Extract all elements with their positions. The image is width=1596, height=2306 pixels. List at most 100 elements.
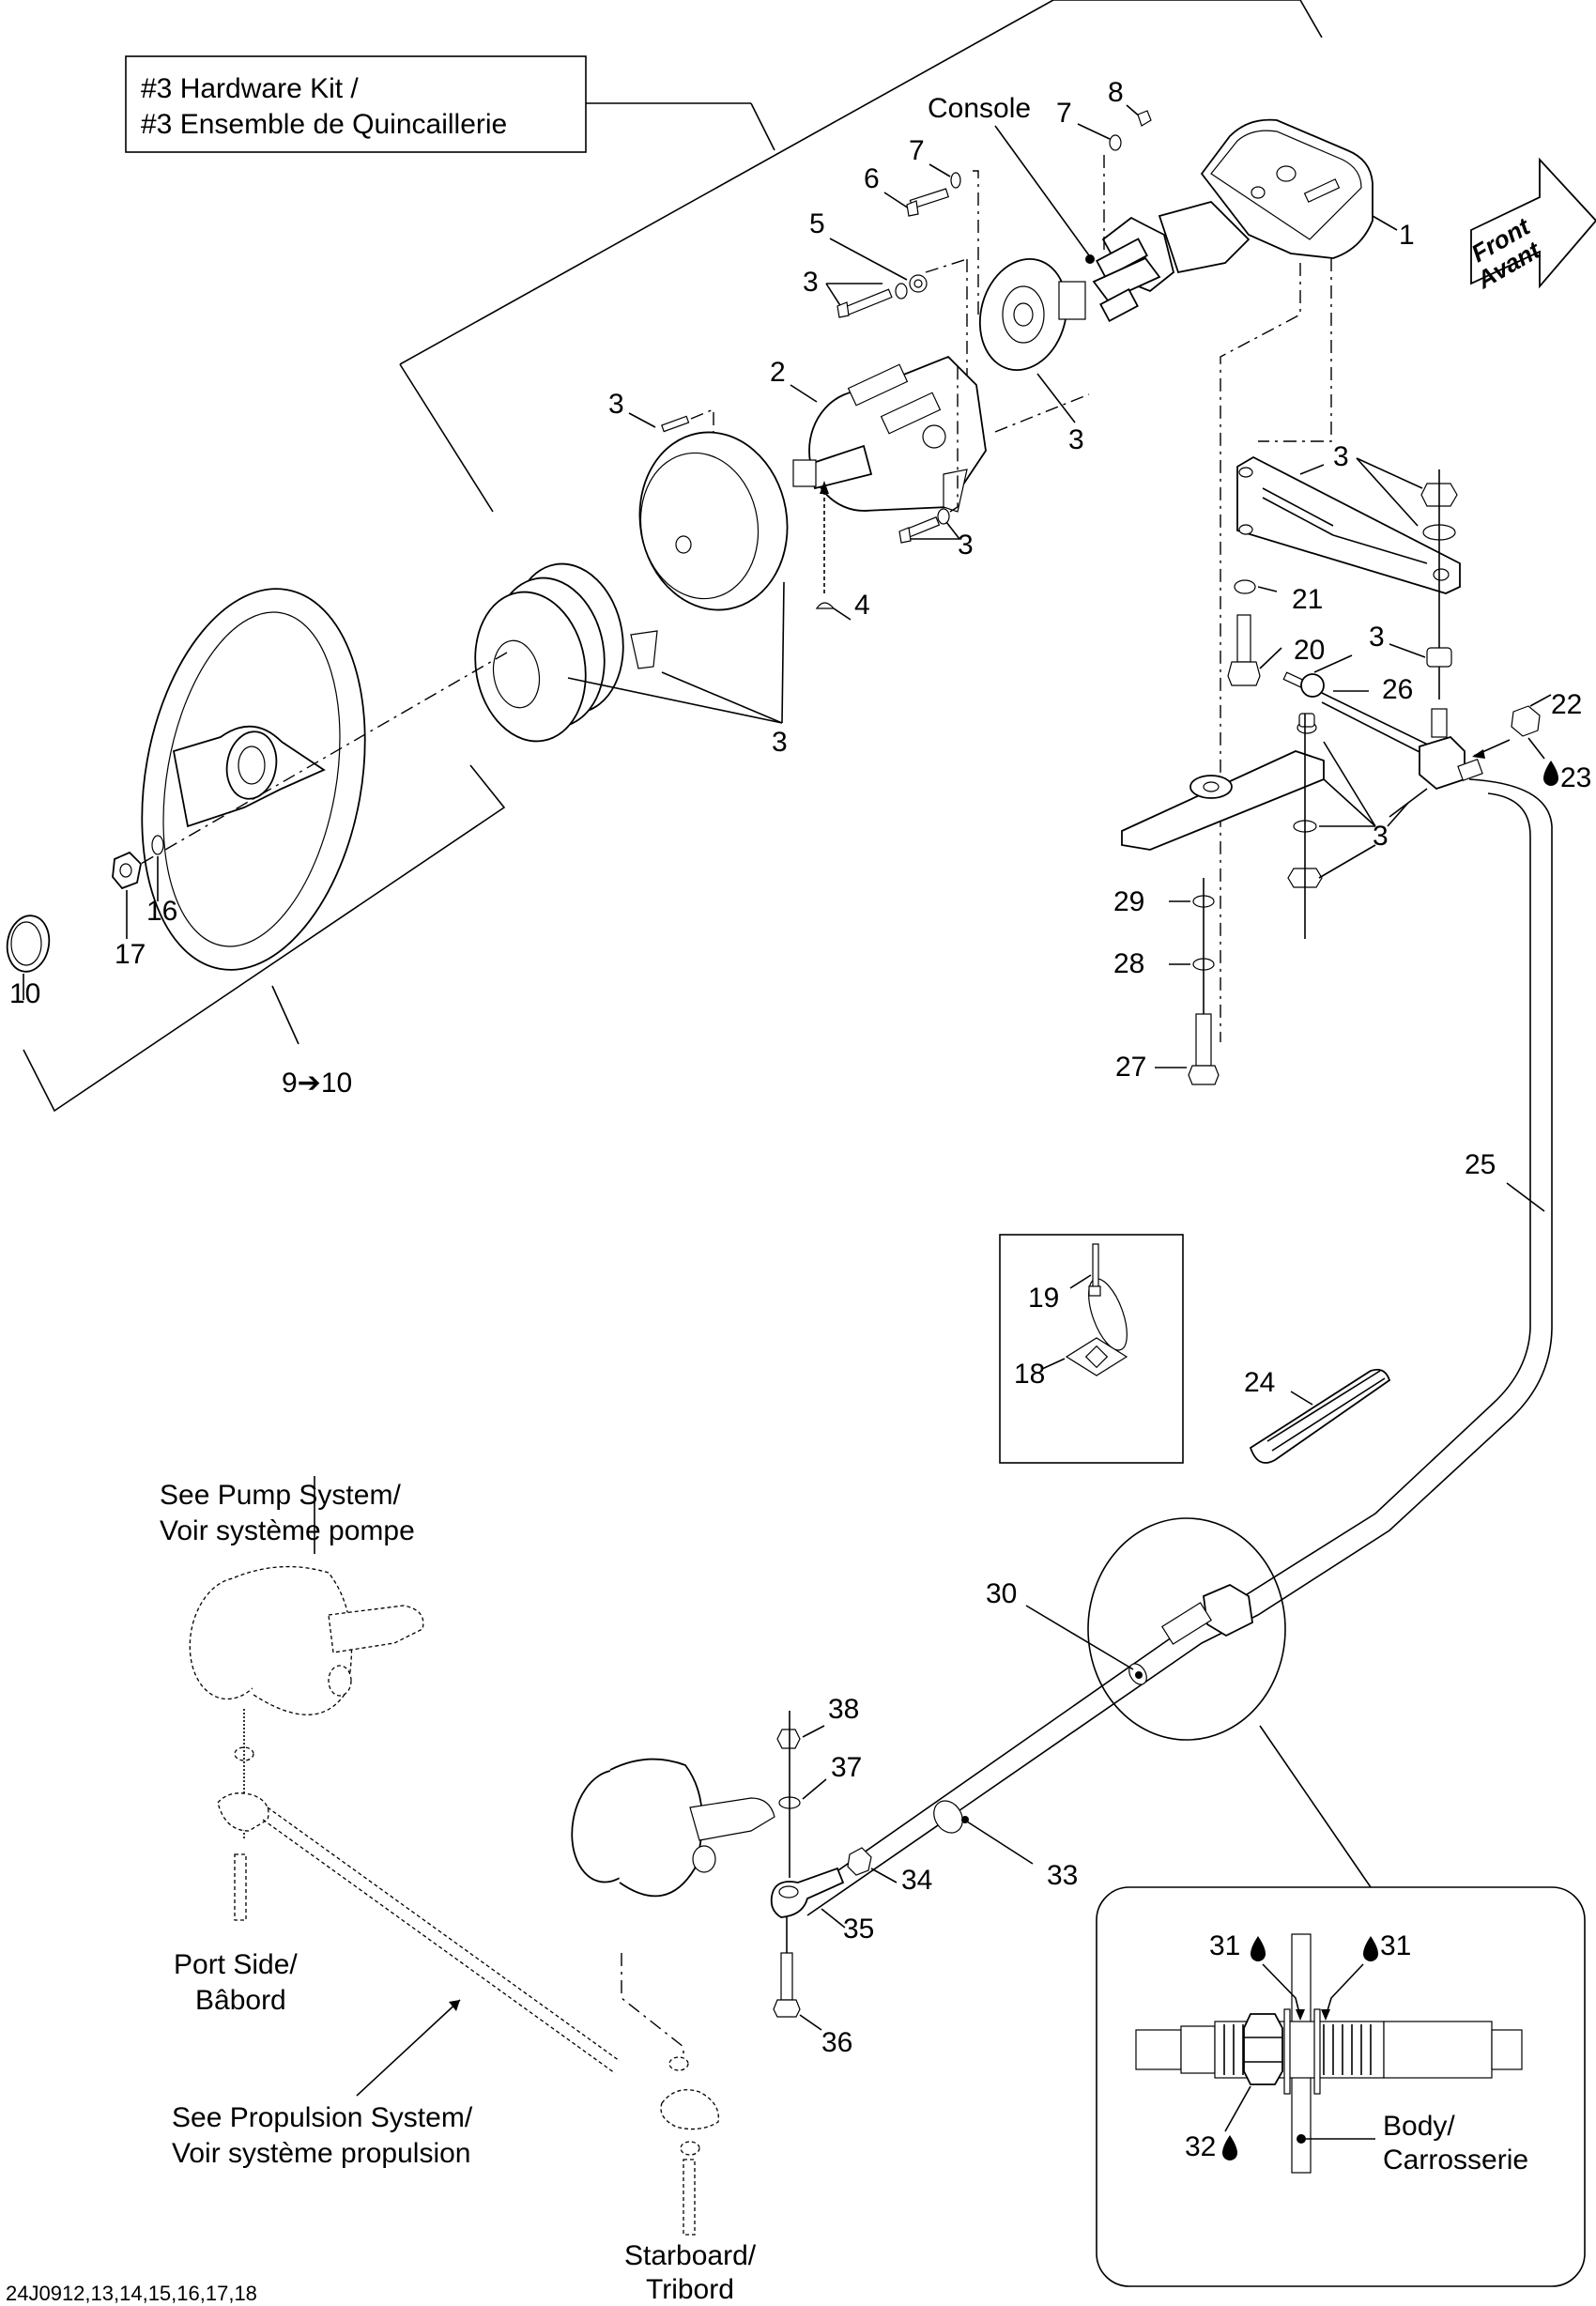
guide-line-helm-2 xyxy=(1220,263,1301,1042)
tie-rod: 26 xyxy=(1282,654,1433,757)
bulkhead-detail-box: 31 31 32 Body/ Carrosserie xyxy=(1096,1886,1586,2287)
callout-1: 1 xyxy=(1399,220,1415,251)
callout-31-left: 31 xyxy=(1209,1930,1240,1961)
hardware-kit-bracket xyxy=(399,0,1323,513)
ball-joint-assembly: 34 35 36 xyxy=(770,1847,932,2058)
droplet-icon-31-left xyxy=(1251,1936,1266,1961)
callout-3-f: 3 xyxy=(1333,441,1349,472)
callout-5: 5 xyxy=(809,208,825,239)
callout-25: 25 xyxy=(1465,1149,1496,1180)
hub-cover: 3 xyxy=(608,389,789,611)
callout-7-top: 7 xyxy=(1056,98,1072,129)
tie-rod-phantom xyxy=(217,1709,719,2236)
callout-8: 8 xyxy=(1108,77,1124,108)
cable-clamp-33: 33 xyxy=(933,1800,1078,1891)
bolt-washers-5-3: 5 3 xyxy=(803,208,968,376)
callout-30: 30 xyxy=(986,1578,1017,1609)
callout-36: 36 xyxy=(821,2027,852,2058)
console-label: Console xyxy=(928,93,1031,124)
callout-29: 29 xyxy=(1113,886,1144,917)
callout-7: 7 xyxy=(909,135,925,166)
port-ref-line1: Port Side/ xyxy=(174,1949,298,1980)
starboard-reference: Starboard/ Tribord xyxy=(624,2240,757,2305)
callout-20: 20 xyxy=(1294,635,1325,666)
nut-washer-top: 8 7 xyxy=(1056,77,1152,255)
guide-line-helm xyxy=(1258,258,1332,442)
port-nozzle xyxy=(189,1476,424,1715)
callout-3-b: 3 xyxy=(1068,424,1084,455)
cable-tie-box: 19 18 xyxy=(999,1234,1184,1464)
droplet-icon-23 xyxy=(1543,761,1558,786)
fitting-detail-circle xyxy=(1087,1517,1372,1888)
starboard-ref-line2: Tribord xyxy=(646,2274,734,2305)
hardware-kit-title-en: #3 Hardware Kit / xyxy=(141,73,359,104)
callout-3-a: 3 xyxy=(803,267,819,298)
callout-23: 23 xyxy=(1560,762,1591,793)
propulsion-reference: See Propulsion System/ Voir système prop… xyxy=(172,1999,473,2169)
helm-mechanism: 2 xyxy=(770,355,1090,513)
droplet-icon-31-right xyxy=(1363,1936,1378,1961)
callout-2: 2 xyxy=(770,357,786,388)
callout-26: 26 xyxy=(1382,674,1413,705)
steering-cable: 25 xyxy=(797,778,1553,1916)
steering-wheel-kit-bracket: 9➔10 xyxy=(23,764,506,1113)
callout-34: 34 xyxy=(901,1865,932,1896)
callout-28: 28 xyxy=(1113,948,1144,979)
callout-27: 27 xyxy=(1115,1052,1146,1083)
starboard-ref-line1: Starboard/ xyxy=(624,2240,757,2271)
callout-22: 22 xyxy=(1551,689,1582,720)
callout-21: 21 xyxy=(1292,584,1323,615)
bolt-washer-lower: 3 xyxy=(898,366,974,561)
cable-clamp-30: 30 xyxy=(986,1578,1134,1670)
steering-spacer-boot xyxy=(474,562,624,743)
callout-37: 37 xyxy=(831,1752,862,1783)
callout-6: 6 xyxy=(864,163,880,194)
callout-3-g: 3 xyxy=(1369,622,1385,653)
protective-sleeve: 24 xyxy=(1244,1367,1391,1464)
starboard-nozzle xyxy=(571,1758,775,2066)
body-ref-line1: Body/ xyxy=(1383,2111,1455,2142)
callout-35: 35 xyxy=(843,1914,874,1945)
front-direction-arrow: Front Avant xyxy=(1466,157,1596,295)
lower-bracket: 3 xyxy=(1121,713,1409,939)
drawing-reference-code: 24J0912,13,14,15,16,17,18 xyxy=(6,2282,257,2305)
droplet-icon-32 xyxy=(1222,2135,1237,2160)
callout-3-h: 3 xyxy=(1373,821,1389,852)
nut-washer-37-38: 38 37 xyxy=(776,1694,862,1878)
hardware-kit-box: #3 Hardware Kit / #3 Ensemble de Quincai… xyxy=(125,55,775,153)
callout-3-c: 3 xyxy=(958,530,974,561)
junction-block: 22 23 xyxy=(1389,689,1591,818)
port-side-reference: Port Side/ Bâbord xyxy=(174,1949,298,2016)
propulsion-ref-line1: See Propulsion System/ xyxy=(172,2102,473,2133)
upper-bracket: 3 21 20 xyxy=(1227,441,1461,699)
wheel-fasteners: 16 17 10 xyxy=(6,835,177,1009)
steering-wheel xyxy=(140,588,508,971)
callout-24: 24 xyxy=(1244,1367,1275,1398)
callout-3-e: 3 xyxy=(772,727,788,758)
callout-3-d: 3 xyxy=(608,389,624,420)
callout-10: 10 xyxy=(9,978,40,1009)
callout-31-right: 31 xyxy=(1380,1930,1411,1961)
retaining-clip: 3 xyxy=(567,581,788,758)
propulsion-ref-line2: Voir système propulsion xyxy=(172,2138,471,2169)
port-ref-line2: Bâbord xyxy=(195,1985,286,2016)
mounting-flange: 3 xyxy=(978,257,1086,455)
helm-assembly: 1 xyxy=(1092,118,1415,323)
bushing-3: 3 xyxy=(1369,622,1452,738)
pump-ref-line2: Voir système pompe xyxy=(160,1515,415,1546)
callout-16: 16 xyxy=(146,896,177,927)
callout-38: 38 xyxy=(828,1694,859,1725)
hardware-kit-title-fr: #3 Ensemble de Quincaillerie xyxy=(141,109,507,140)
console-reference: Console xyxy=(928,93,1095,264)
pump-ref-line1: See Pump System/ xyxy=(160,1480,401,1511)
callout-32: 32 xyxy=(1185,2131,1216,2162)
callout-18: 18 xyxy=(1014,1359,1045,1390)
kit-range-label: 9➔10 xyxy=(282,1068,352,1099)
body-ref-line2: Carrosserie xyxy=(1383,2145,1528,2175)
callout-17: 17 xyxy=(115,939,146,970)
callout-19: 19 xyxy=(1028,1283,1059,1314)
woodruff-key: 4 xyxy=(815,481,870,621)
callout-4: 4 xyxy=(854,590,870,621)
pump-reference: See Pump System/ Voir système pompe xyxy=(160,1480,415,1546)
